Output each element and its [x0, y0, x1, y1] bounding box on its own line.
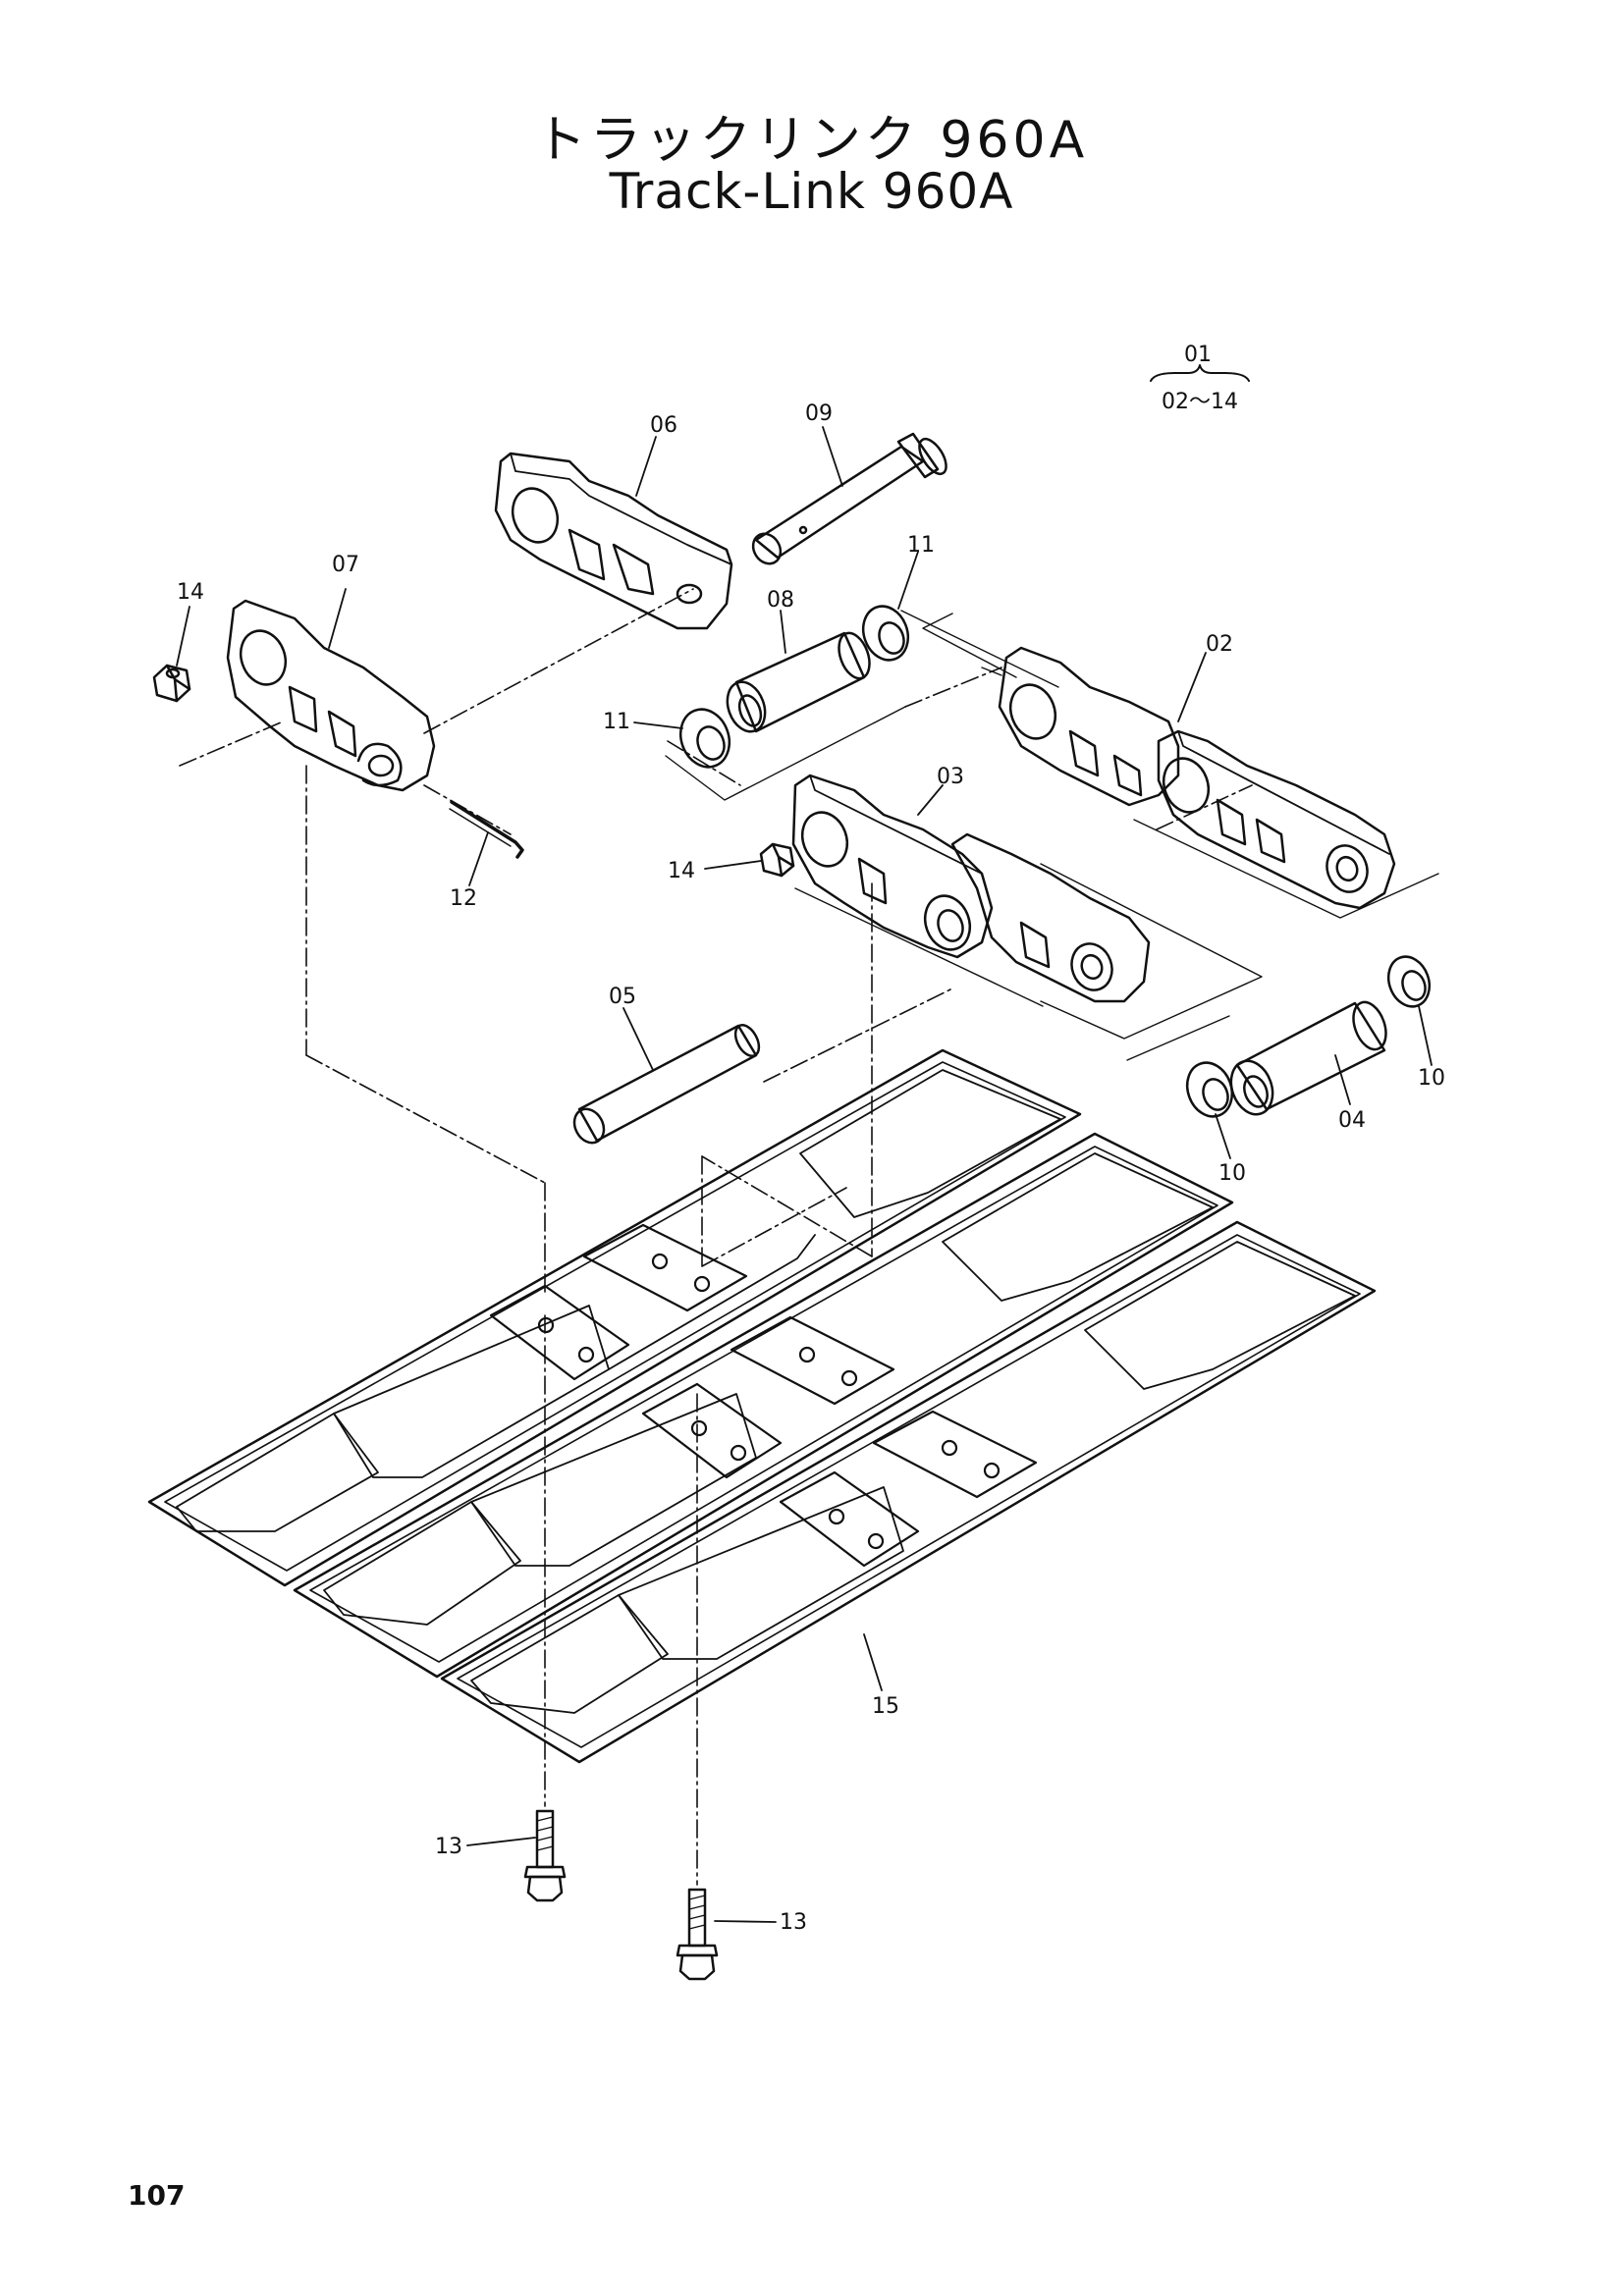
part-07-link [226, 599, 436, 792]
part-08-bushing [726, 631, 871, 733]
part-14-nut-middle [759, 842, 795, 878]
part-13-bolt-right [676, 1888, 719, 1981]
label-part-06: 06 [650, 413, 677, 438]
page-number: 107 [128, 2179, 186, 2212]
part-11-seal-right [861, 605, 910, 662]
label-part-12: 12 [450, 886, 477, 911]
label-part-14-middle: 14 [668, 859, 695, 883]
leader-lines [176, 426, 1433, 1923]
label-part-05: 05 [609, 985, 636, 1009]
part-10-seal-right [1386, 955, 1432, 1008]
part-12-spring-pin [449, 800, 524, 859]
label-part-04: 04 [1338, 1108, 1366, 1133]
label-part-13-right: 13 [780, 1910, 807, 1935]
assembly-note: 01 02～14 [1150, 343, 1250, 414]
part-11-seal-left [678, 708, 731, 769]
label-part-08: 08 [767, 588, 794, 613]
construction-lines [665, 610, 1439, 1061]
assembly-note-bottom: 02～14 [1162, 390, 1238, 414]
part-05-pin [572, 1024, 761, 1145]
part-02-link-assembly [998, 646, 1396, 910]
label-part-10-right: 10 [1418, 1066, 1445, 1091]
part-15-shoe-1 [147, 1048, 1082, 1587]
label-part-02: 02 [1206, 632, 1233, 657]
part-10-seal-left [1185, 1061, 1234, 1118]
part-14-nut-left [152, 664, 191, 703]
page-title-japanese: トラックリンク 960A [534, 111, 1089, 170]
label-part-11-left: 11 [603, 710, 630, 734]
label-part-07: 07 [332, 553, 359, 577]
assembly-brace [1150, 364, 1250, 382]
label-part-11-right: 11 [907, 533, 935, 558]
label-part-09: 09 [805, 401, 833, 426]
assembly-note-top: 01 [1184, 343, 1212, 367]
part-13-bolt-left [523, 1809, 567, 1902]
part-15-shoe-2 [293, 1132, 1234, 1679]
label-part-13-left: 13 [435, 1835, 462, 1859]
part-04-bushing [1229, 1000, 1387, 1116]
part-09-pin [751, 432, 947, 565]
label-part-15: 15 [872, 1694, 899, 1719]
part-labels: 06 09 07 14 11 08 11 02 03 14 12 05 04 1… [177, 401, 1445, 1935]
assembly-guide-lines [179, 588, 1253, 1886]
part-06-link [494, 452, 733, 630]
part-03-link-assembly [791, 774, 1151, 1003]
label-part-03: 03 [937, 765, 964, 789]
label-part-10-left: 10 [1218, 1161, 1246, 1186]
label-part-14-left: 14 [177, 580, 204, 605]
part-15-shoe-3 [440, 1220, 1377, 1764]
page-title-english: Track-Link 960A [609, 163, 1014, 220]
shoe-nut-plates [489, 1223, 1038, 1568]
